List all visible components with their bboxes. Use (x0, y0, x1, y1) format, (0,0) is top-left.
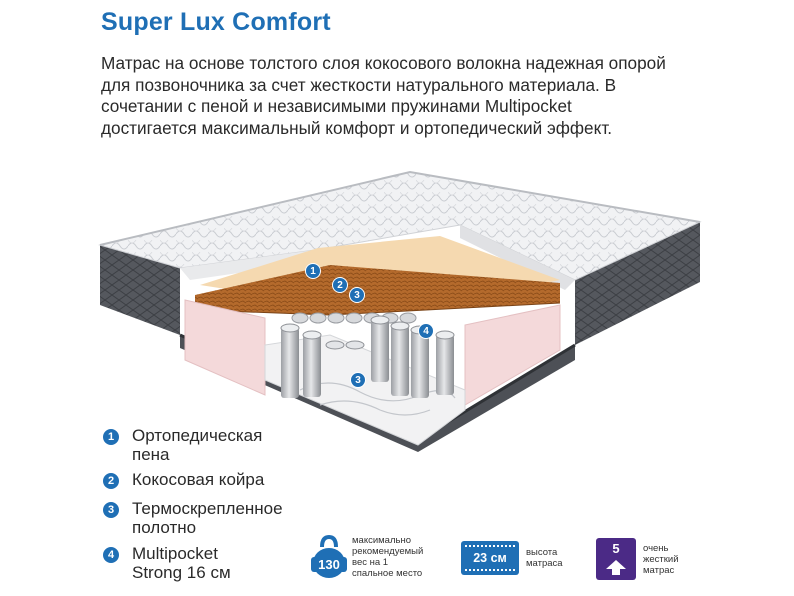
spring-body (281, 328, 299, 398)
height-caption-line: матраса (526, 558, 563, 569)
layer-marker-3-bottom: 3 (350, 372, 366, 388)
description-line: достигается максимальный комфорт и ортоп… (101, 117, 613, 138)
firmness-badge: 5 очень жесткий матрас (596, 538, 679, 580)
legend-item-3: 3 Термоскрепленное полотно (103, 499, 332, 537)
legend-label: Multipocket Strong 16 см (132, 544, 332, 582)
weight-caption-line: максимально (352, 535, 411, 546)
spring-body (411, 330, 429, 398)
mattress-cutaway-illustration (98, 170, 702, 452)
legend-label: Кокосовая койра (132, 470, 332, 489)
spring-cap (302, 330, 322, 340)
height-caption: высота матраса (526, 547, 563, 569)
mattress-side-left (100, 245, 180, 335)
layer-marker-3: 3 (349, 287, 365, 303)
legend-item-2: 2 Кокосовая койра (103, 470, 332, 489)
description-line: Матрас на основе толстого слоя кокосовог… (101, 53, 666, 73)
spring-body (436, 335, 454, 395)
spring-cap (345, 340, 365, 350)
firmness-caption-line: матрас (643, 564, 675, 576)
firmness-caption-line: очень (643, 542, 669, 554)
legend-line: Кокосовая койра (132, 470, 265, 489)
legend-label: Термоскрепленное полотно (132, 499, 332, 537)
height-caption-line: высота (526, 547, 558, 558)
spring-top (345, 312, 363, 324)
spring-cap (390, 321, 410, 331)
legend-item-1: 1 Ортопедическая пена (103, 426, 332, 464)
layer-marker-2: 2 (332, 277, 348, 293)
spring-cap (325, 340, 345, 350)
layer-marker-1: 1 (305, 263, 321, 279)
weight-caption-line: вес на 1 (352, 557, 389, 568)
legend-line: Strong 16 см (132, 563, 231, 582)
firmness-caption-line: жесткий (643, 553, 679, 565)
product-title: Super Lux Comfort (101, 8, 331, 36)
spring-cap (370, 315, 390, 325)
description-line: сочетании с пеной и независимыми пружина… (101, 96, 572, 116)
legend-number: 1 (103, 429, 119, 445)
spring-cap (435, 330, 455, 340)
spring-top (327, 312, 345, 324)
legend-number: 2 (103, 473, 119, 489)
pink-foam-left (184, 299, 266, 396)
height-badge: 23 см высота матраса (461, 541, 563, 575)
legend-line: Multipocket (132, 544, 218, 563)
weight-caption-line: спальное место (352, 568, 423, 579)
pink-foam-right (464, 304, 561, 406)
firmness-value: 5 (612, 541, 620, 556)
coconut-coir-layer (195, 265, 560, 315)
spring-body (391, 326, 409, 396)
height-value: 23 см (473, 551, 507, 565)
spring-top (399, 312, 417, 324)
spring-body (303, 335, 321, 397)
spring-cap (280, 323, 300, 333)
weight-value: 130 (311, 557, 347, 572)
spring-top (309, 312, 327, 324)
spring-top (291, 312, 309, 324)
legend-label: Ортопедическая пена (132, 426, 332, 464)
firmness-icon: 5 (596, 538, 636, 580)
weight-caption: максимально рекомендуемый вес на 1 спаль… (352, 535, 423, 579)
legend-number: 4 (103, 547, 119, 563)
weight-badge: 130 максимально рекомендуемый вес на 1 с… (311, 535, 423, 579)
description-line: для позвоночника за счет жесткости натур… (101, 74, 617, 95)
legend-line: полотно (132, 518, 197, 537)
legend-line: Ортопедическая (132, 426, 263, 445)
legend-number: 3 (103, 502, 119, 518)
mattress-height-icon: 23 см (461, 541, 519, 575)
legend-line: пена (132, 445, 170, 464)
layer-marker-4: 4 (418, 323, 434, 339)
product-description: Матрас на основе толстого слоя кокосовог… (101, 53, 721, 139)
spring-body (371, 320, 389, 382)
legend-item-4: 4 Multipocket Strong 16 см (103, 544, 332, 582)
firmness-caption: очень жесткий матрас (643, 543, 679, 576)
weight-caption-line: рекомендуемый (352, 546, 424, 557)
firmness-arrow-icon (606, 560, 626, 575)
mattress-side-right (575, 222, 700, 345)
legend-line: Термоскрепленное (132, 499, 283, 518)
pocket-springs (280, 312, 455, 398)
